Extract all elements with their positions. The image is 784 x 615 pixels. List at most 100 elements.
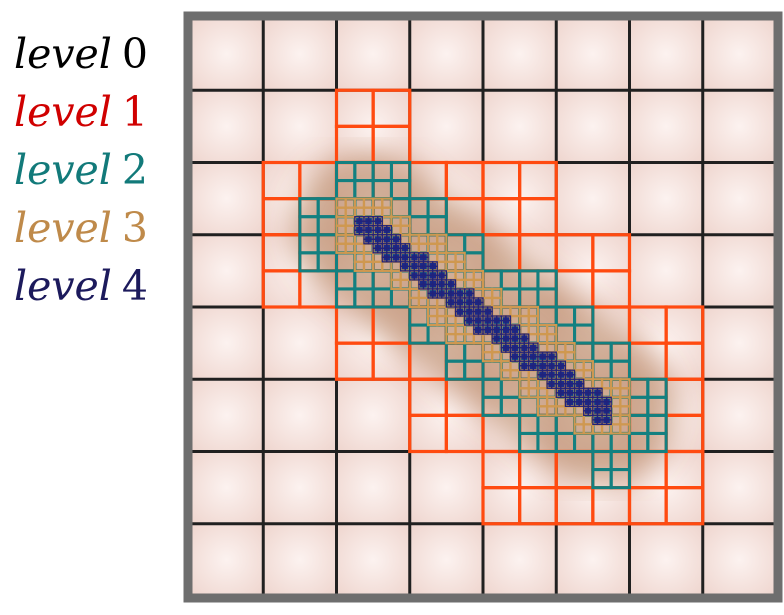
level-4-fill <box>354 216 612 425</box>
level-4-fill-cell <box>396 239 401 244</box>
level-4-fill-cell <box>501 338 506 344</box>
level-4-fill-cell <box>418 261 424 267</box>
level-4-fill-cell <box>510 325 516 330</box>
level-4-fill-cell <box>423 279 429 285</box>
level-3-cell <box>619 423 631 435</box>
level-4-fill-cell <box>515 325 520 330</box>
level-4-fill-cell <box>547 374 552 380</box>
level-4-fill-cell <box>400 248 406 253</box>
level-4-fill-cell <box>492 325 497 330</box>
level-4-fill-cell <box>373 216 378 222</box>
level-4-fill-cell <box>373 234 378 240</box>
level-4-fill-cell <box>542 361 548 366</box>
level-4-fill-cell <box>386 257 392 262</box>
level-4-fill-cell <box>478 325 483 330</box>
level-4-fill-cell <box>464 293 470 298</box>
level-0-cell-shade <box>263 307 337 380</box>
level-4-fill-cell <box>377 216 383 222</box>
level-0-cell-shade <box>190 234 264 307</box>
level-4-fill-cell <box>400 243 406 249</box>
level-4-fill-cell <box>565 392 570 398</box>
level-4-fill-cell <box>574 397 580 402</box>
level-4-fill-cell <box>537 370 543 375</box>
level-4-fill-cell <box>515 334 520 339</box>
level-4-fill-cell <box>428 279 433 285</box>
level-4-fill-cell <box>597 419 603 425</box>
level-4-fill-cell <box>505 320 511 326</box>
level-0-cell-shade <box>263 523 337 596</box>
level-4-fill-cell <box>565 397 570 402</box>
level-4-fill-cell <box>405 243 410 249</box>
level-4-fill-cell <box>592 392 598 398</box>
level-4-fill-cell <box>597 392 603 398</box>
level-4-fill-cell <box>473 316 479 321</box>
level-4-fill-cell <box>592 419 598 425</box>
level-4-fill-cell <box>583 401 589 407</box>
level-0-cell-shade <box>409 451 483 524</box>
legend-level-4-word: level <box>14 262 112 310</box>
level-4-fill-cell <box>373 225 378 231</box>
level-4-fill-cell <box>368 230 374 235</box>
level-4-fill-cell <box>492 316 497 321</box>
level-4-fill-cell <box>359 230 364 235</box>
level-4-fill-cell <box>492 320 497 326</box>
level-4-fill-cell <box>574 401 580 407</box>
level-4-fill-cell <box>496 320 502 326</box>
level-0-cell-shade <box>556 523 630 596</box>
level-4-fill-cell <box>469 297 474 303</box>
level-4-fill-cell <box>414 261 419 267</box>
level-4-fill-cell <box>446 279 451 285</box>
level-4-fill-cell <box>400 266 406 271</box>
level-4-fill-cell <box>537 356 543 362</box>
level-4-fill-cell <box>386 234 392 240</box>
level-4-fill-cell <box>428 284 433 289</box>
level-4-fill-cell <box>354 225 360 231</box>
level-4-fill-cell <box>583 410 589 416</box>
level-4-fill-cell <box>464 302 470 307</box>
level-4-fill-cell <box>547 370 552 375</box>
level-4-fill-cell <box>597 406 603 411</box>
level-4-fill-cell <box>363 216 369 222</box>
level-4-fill-cell <box>368 216 374 222</box>
level-4-fill-cell <box>373 239 378 244</box>
level-4-fill-cell <box>428 270 433 276</box>
level-4-fill-cell <box>528 365 534 371</box>
level-4-fill-cell <box>551 361 557 366</box>
level-4-fill-cell <box>496 325 502 330</box>
level-4-fill-cell <box>606 406 612 411</box>
level-4-fill-cell <box>565 401 570 407</box>
level-0-cell-shade <box>483 18 557 91</box>
level-4-fill-cell <box>354 216 360 222</box>
level-4-fill-cell <box>505 329 511 335</box>
level-4-fill-cell <box>437 279 442 285</box>
level-4-fill-cell <box>579 383 584 389</box>
level-4-fill-cell <box>537 365 543 371</box>
level-4-fill-cell <box>565 370 570 375</box>
level-4-fill-cell <box>533 361 538 366</box>
level-4-fill-cell <box>510 329 516 335</box>
level-0-cell-shade <box>263 379 337 452</box>
level-4-fill-cell <box>473 325 479 330</box>
level-4-fill-cell <box>597 397 603 402</box>
level-4-cell <box>605 419 612 426</box>
level-4-fill-cell <box>460 307 465 312</box>
level-0-cell-shade <box>483 523 557 596</box>
level-4-fill-cell <box>528 356 534 362</box>
level-4-fill-cell <box>537 352 543 357</box>
level-4-fill-cell <box>450 284 456 289</box>
level-4-fill-cell <box>373 221 378 226</box>
level-4-fill-cell <box>432 293 438 298</box>
level-4-fill-cell <box>569 370 575 375</box>
level-4-fill-cell <box>460 293 465 298</box>
level-4-fill-cell <box>455 307 461 312</box>
level-0-cell-shade <box>483 90 557 163</box>
level-4-fill-cell <box>391 257 397 262</box>
level-4-fill-cell <box>373 230 378 235</box>
level-4-fill-cell <box>450 293 456 298</box>
level-4-fill-cell <box>579 379 584 384</box>
level-4-fill-cell <box>473 311 479 317</box>
